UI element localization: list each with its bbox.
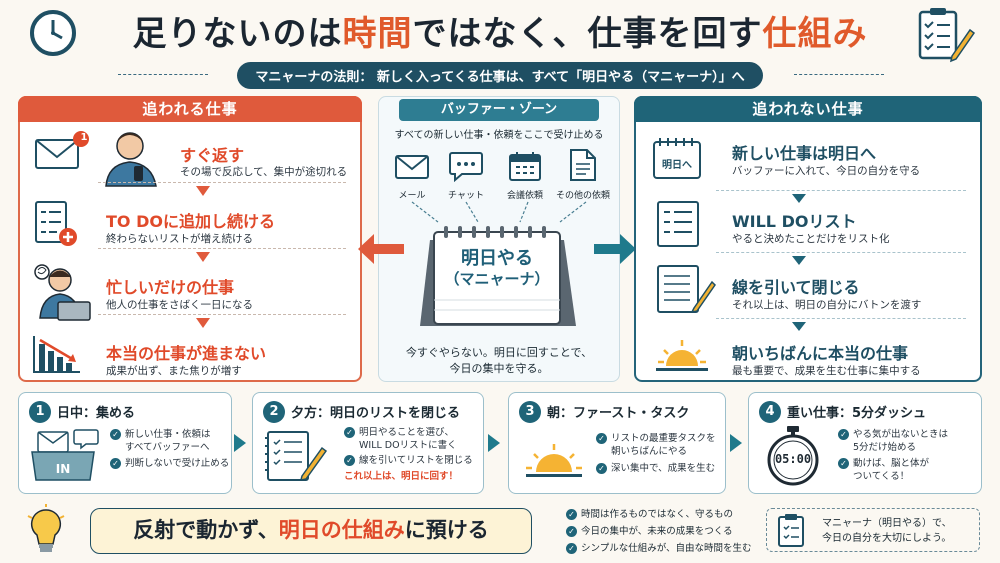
- sunrise-icon: [526, 444, 582, 477]
- step-bullets: ✓リストの最重要タスクを 朝いちばんにやる ✓深い集中で、成果を生む: [596, 432, 716, 475]
- left-panel-header: 追われる仕事: [18, 96, 362, 122]
- buffer-note: 今すぐやらない。明日に回すことで、: [405, 346, 593, 359]
- source-label: 会議依頼: [506, 191, 543, 201]
- calendar-line1: 明日やる: [461, 248, 533, 269]
- left-item-title: すぐ返す: [180, 146, 245, 165]
- rule-banner: マニャーナの法則： 新しく入ってくる仕事は、すべて「明日やる（マニャーナ）」へ: [0, 62, 1000, 89]
- step-title: 日中：集める: [57, 406, 136, 421]
- left-item-desc: 他人の仕事をさばく一日になる: [106, 299, 253, 311]
- right-item-desc: バッファーに入れて、今日の自分を守る: [732, 165, 921, 177]
- clipboard-icon: [778, 514, 804, 547]
- notebook-pen-icon: [265, 431, 328, 481]
- divider: [98, 248, 346, 249]
- step-arrow-icon: [730, 434, 742, 452]
- right-item-title: 新しい仕事は明日へ: [732, 144, 877, 163]
- notification-badge: 1: [80, 132, 88, 143]
- calendar-tomorrow-icon: [653, 138, 701, 179]
- timer-display: 05:00: [774, 452, 812, 466]
- buffer-zone-header: バッファー・ゾーン: [399, 99, 599, 121]
- document-icon: [570, 149, 596, 181]
- arrow-right-icon: [594, 234, 636, 264]
- source-label: チャット: [448, 191, 484, 201]
- person-phone-icon: [105, 132, 157, 187]
- slogan-banner: 反射で動かず、明日の仕組みに預ける: [90, 508, 532, 554]
- calendar-line2: （マニャーナ）: [444, 270, 550, 288]
- right-item-desc: やると決めたことだけをリスト化: [732, 233, 890, 245]
- envelope-icon: [395, 155, 429, 179]
- down-arrow-icon: [792, 194, 806, 203]
- right-item-desc: それ以上は、明日の自分にバトンを渡す: [732, 299, 922, 311]
- checklist-pencil-icon: [918, 8, 976, 63]
- step-number: 2: [263, 401, 285, 423]
- lightbulb-icon: [27, 504, 65, 552]
- todo-list-add-icon: [35, 201, 77, 246]
- down-arrow-icon: [196, 186, 210, 196]
- step-bullets: ✓新しい仕事・依頼は すべてバッファーへ ✓判断しないで受け止める: [110, 428, 229, 470]
- right-item-title: 線を引いて閉じる: [732, 278, 860, 297]
- step-title: 夕方：明日のリストを閉じる: [291, 406, 461, 421]
- left-item-desc: 終わらないリストが増え続ける: [106, 233, 253, 245]
- page-title: 足りないのは時間ではなく、仕事を回す仕組み: [132, 14, 868, 54]
- divider: [794, 74, 884, 75]
- down-arrow-icon: [196, 252, 210, 262]
- left-item-title: 本当の仕事が進まない: [106, 344, 267, 363]
- source-label: その他の依頼: [555, 191, 610, 201]
- divider: [716, 252, 966, 253]
- calendar-icon: [509, 152, 541, 181]
- down-arrow-icon: [792, 256, 806, 265]
- chat-icon: [449, 152, 483, 182]
- stressed-person-laptop-icon: [34, 264, 91, 321]
- arrow-left-icon: [358, 234, 404, 264]
- right-panel-header: 追われない仕事: [634, 96, 982, 122]
- left-item-desc: 成果が出ず、また焦りが増す: [106, 365, 242, 377]
- step-number: 1: [29, 401, 51, 423]
- note-text: マニャーナ（明日やる）で、 今日の自分を大切にしよう。: [822, 518, 952, 544]
- stopwatch-icon: [767, 426, 819, 486]
- inbox-label: IN: [55, 462, 71, 476]
- declining-chart-icon: [33, 336, 80, 373]
- left-item-desc: その場で反応して、集中が途切れる: [180, 166, 348, 178]
- down-arrow-icon: [196, 318, 210, 328]
- step-number: 3: [519, 401, 541, 423]
- divider: [118, 74, 208, 75]
- source-label: メール: [398, 191, 426, 201]
- list-pen-icon: [657, 265, 716, 314]
- step-arrow-icon: [234, 434, 246, 452]
- right-item-title: 朝いちばんに本当の仕事: [732, 344, 909, 363]
- step-bullets: ✓やる気が出ないときは 5分だけ始める ✓動けば、脳と体が ついてくる！: [838, 428, 948, 483]
- buffer-zone-subtitle: すべての新しい仕事・依頼をここで受け止める: [394, 130, 604, 141]
- inbox-tray-icon: [31, 429, 99, 481]
- step-title: 朝：ファースト・タスク: [547, 406, 690, 421]
- note-box: [766, 508, 980, 552]
- step-bullets: ✓明日やることを選び、 WILL DOリストに書く ✓線を引いてリストを閉じる …: [344, 427, 473, 482]
- will-do-list-icon: [657, 201, 699, 247]
- dotted-arrows: [411, 201, 587, 223]
- step-number: 4: [759, 401, 781, 423]
- clock-icon: [30, 10, 76, 56]
- divider: [716, 318, 966, 319]
- left-item-title: 忙しいだけの仕事: [106, 278, 235, 297]
- buffer-note: 今日の集中を守る。: [449, 362, 549, 375]
- right-item-desc: 最も重要で、成果を生む仕事に集中する: [732, 365, 921, 377]
- down-arrow-icon: [792, 322, 806, 331]
- desk-calendar-icon: [420, 226, 576, 326]
- mail-icon: [35, 131, 89, 169]
- left-item-title: TO DOに追加し続ける: [106, 212, 275, 231]
- calendar-tomorrow-label: 明日へ: [662, 160, 692, 171]
- step-title: 重い仕事：5分ダッシュ: [787, 406, 927, 421]
- divider: [98, 182, 346, 183]
- divider: [98, 314, 346, 315]
- sunrise-icon: [656, 340, 708, 371]
- divider: [716, 190, 966, 191]
- key-points: ✓時間は作るものではなく、守るもの ✓今日の集中が、未来の成果をつくる ✓シンプ…: [566, 506, 752, 557]
- right-item-title: WILL DOリスト: [732, 212, 857, 231]
- step-arrow-icon: [488, 434, 500, 452]
